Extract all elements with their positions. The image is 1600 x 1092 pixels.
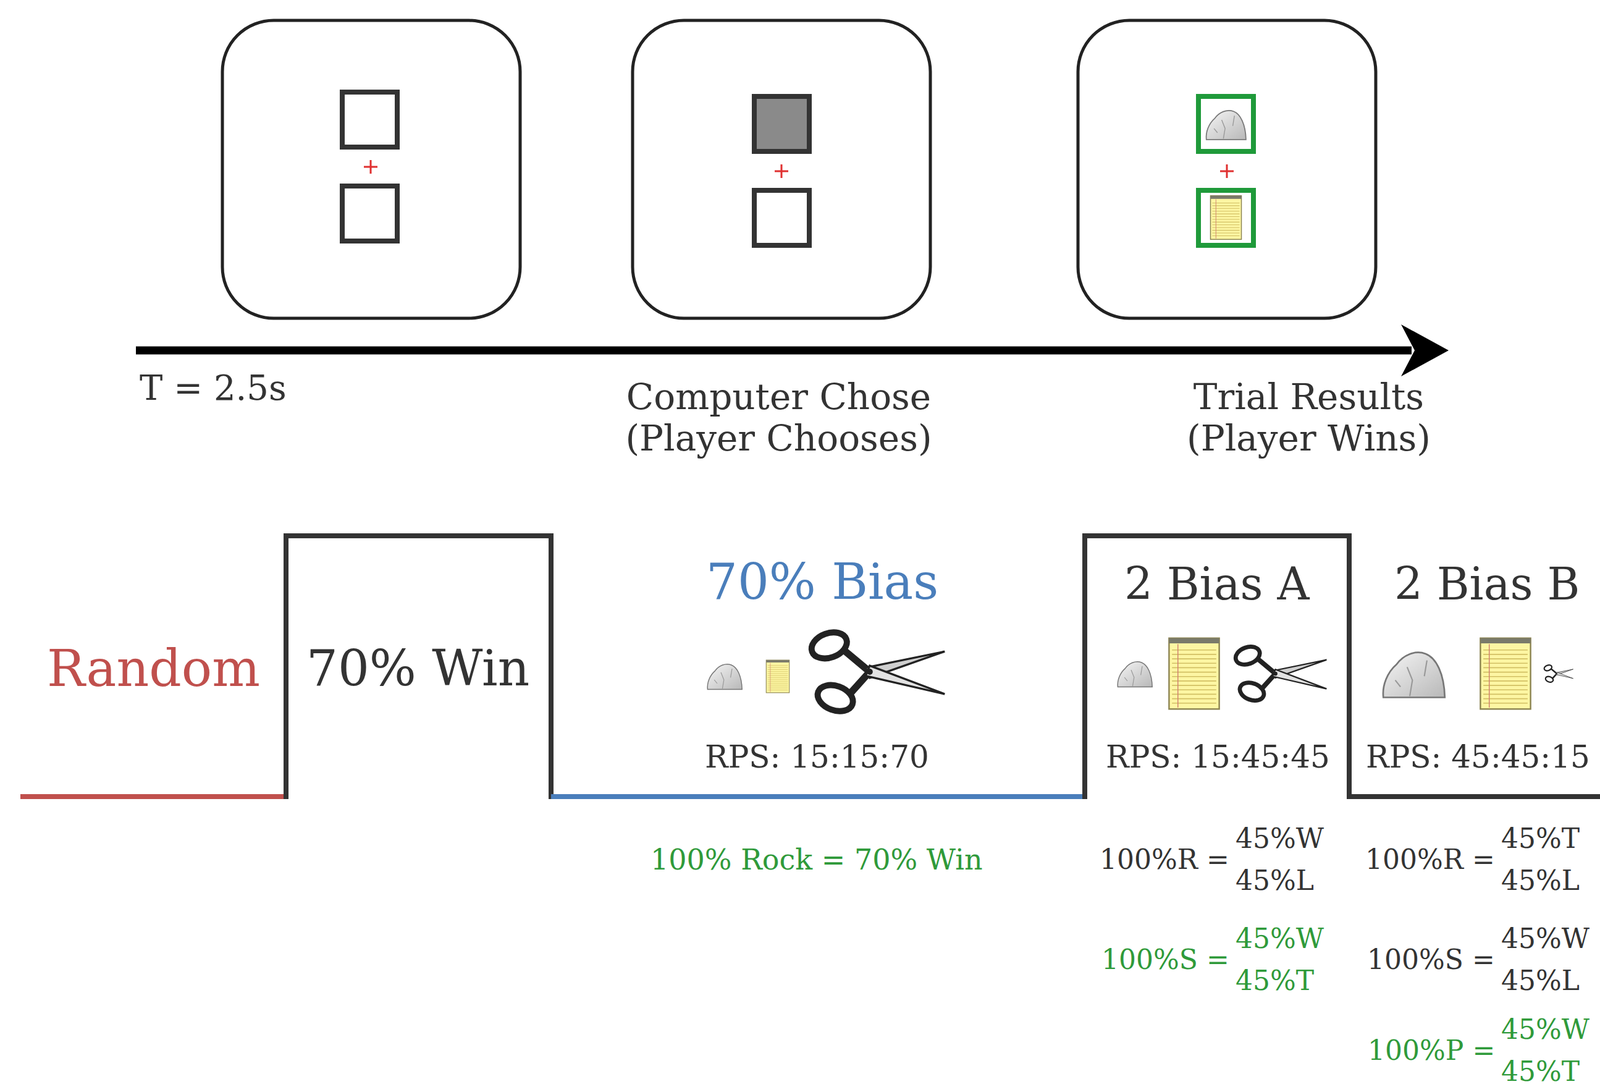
rock-icon: [1206, 110, 1247, 140]
paper-icon: [1480, 638, 1531, 710]
outcome-value: 45%W: [1501, 1013, 1590, 1046]
computer-choice-box: [754, 96, 810, 152]
step-caption: Trial Results (Player Wins): [1172, 376, 1445, 459]
phase-label: Random: [46, 639, 261, 698]
rock-icon: [707, 664, 742, 690]
outcome-value: 45%T: [1501, 822, 1580, 855]
screen-frame: [1077, 20, 1376, 319]
scissors-icon: [808, 627, 945, 716]
strategy-label: 100%R =: [1365, 843, 1495, 876]
strategy-note: 100% Rock = 70% Win: [650, 843, 983, 876]
ratio-label: RPS: 45:45:15: [1365, 739, 1591, 776]
strategy-label: 100%R =: [1099, 843, 1230, 876]
paper-icon: [1210, 195, 1242, 240]
screen-frame: [222, 20, 521, 319]
random-segment: [20, 793, 287, 799]
rock-icon: [1117, 661, 1153, 687]
scissors-icon: [1233, 643, 1327, 704]
timeline-arrow: [135, 346, 1412, 355]
outcome-value: 45%W: [1235, 922, 1324, 955]
strategy-label: 100%S =: [1367, 943, 1495, 976]
win-pulse: [286, 535, 552, 799]
ratio-label: RPS: 15:45:45: [1105, 739, 1331, 776]
bias-segment: [551, 793, 1085, 799]
outcome-value: 45%W: [1235, 822, 1324, 855]
fixation-cross: [363, 160, 378, 174]
result-box: [1198, 96, 1254, 152]
choice-box: [342, 185, 398, 241]
choice-box: [342, 92, 398, 148]
phase-label: 70% Win: [306, 640, 530, 697]
outcome-value: 45%T: [1501, 1055, 1580, 1088]
two-bias-pulse: [1084, 535, 1600, 799]
time-label: T = 2.5s: [139, 368, 287, 408]
fixation-cross: [1220, 164, 1234, 178]
fixation-cross: [774, 164, 789, 178]
outcome-value: 45%L: [1501, 864, 1580, 897]
choice-box: [754, 190, 810, 246]
outcome-value: 45%T: [1235, 964, 1314, 997]
ratio-label: RPS: 15:15:70: [704, 739, 930, 776]
strategy-label: 100%S =: [1101, 943, 1230, 976]
paper-icon: [1168, 638, 1219, 710]
rock-icon: [1383, 652, 1445, 698]
arrow-head: [1401, 324, 1449, 377]
strategy-label: 100%P =: [1367, 1034, 1495, 1067]
paper-icon: [766, 659, 789, 693]
phase-label: 2 Bias A: [1124, 558, 1310, 610]
outcome-value: 45%W: [1501, 922, 1590, 955]
step-caption: Computer Chose (Player Chooses): [604, 376, 954, 459]
outcome-value: 45%L: [1501, 964, 1580, 997]
phase-label: 2 Bias B: [1394, 558, 1580, 610]
phase-label: 70% Bias: [706, 553, 939, 611]
screen-frame: [632, 20, 931, 319]
result-box: [1198, 190, 1254, 246]
scissors-icon: [1543, 663, 1573, 683]
outcome-value: 45%L: [1235, 864, 1314, 897]
